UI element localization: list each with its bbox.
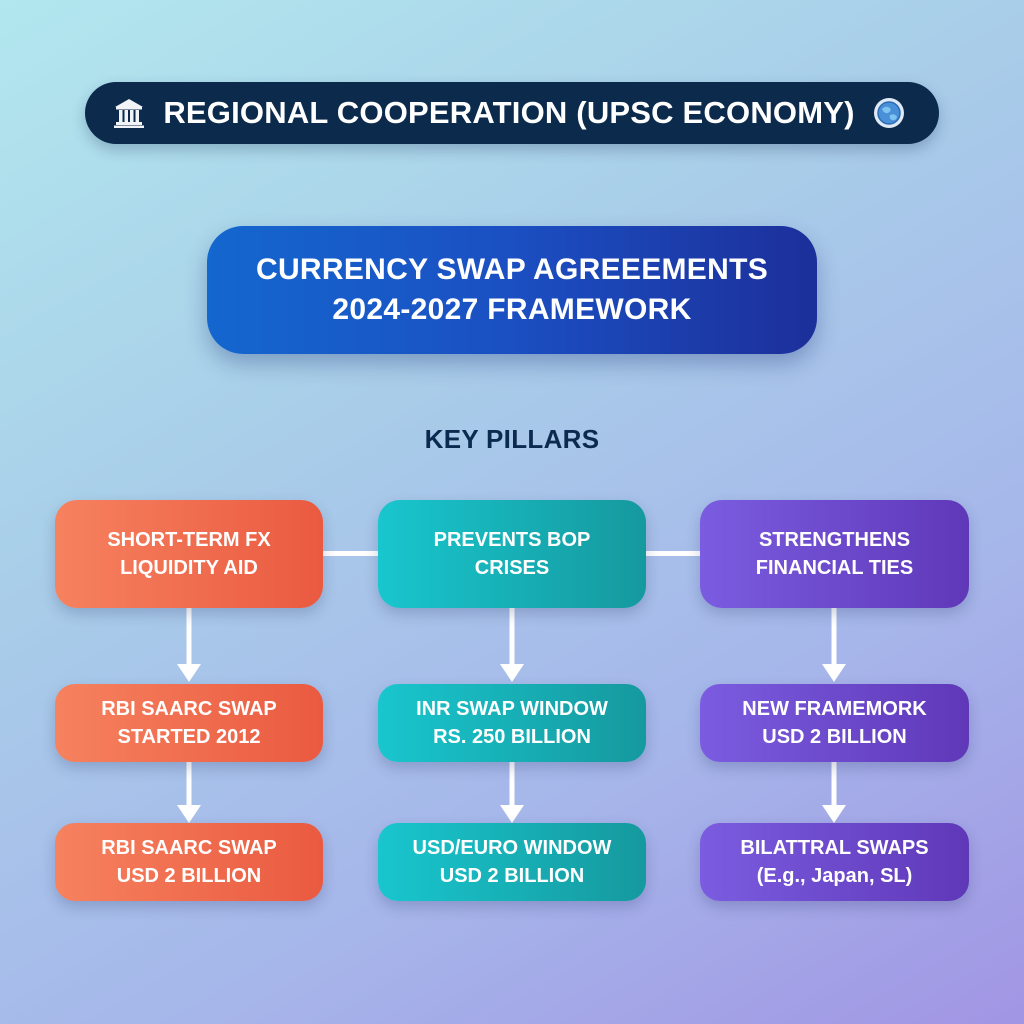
node-line-1: USD/EURO WINDOW [412, 837, 612, 859]
node-line-1: INR SWAP WINDOW [416, 698, 608, 720]
node-line-1: RBI SAARC SWAP [101, 698, 277, 720]
arrow-head-1a [177, 664, 201, 682]
node-saarc-amount: RBI SAARC SWAP USD 2 BILLION [55, 823, 323, 901]
node-new-framework: NEW FRAMEMORK USD 2 BILLION [700, 684, 969, 762]
pillar-financial-ties: STRENGTHENS FINANCIAL TIES [700, 500, 969, 608]
section-label: KEY PILLARS [424, 424, 600, 454]
main-title-line-1: CURRENCY SWAP AGREEEMENTS [255, 253, 769, 286]
arrow-head-3a [822, 664, 846, 682]
pillar-label-line-1: PREVENTS BOP [433, 529, 591, 551]
main-title-line-2: 2024-2027 FRAMEWORK [332, 293, 692, 326]
connector-line-1-2 [323, 551, 378, 556]
node-line-2: USD 2 BILLION [116, 865, 262, 887]
pillar-label-line-1: STRENGTHENS [758, 529, 911, 551]
node-line-2: STARTED 2012 [117, 726, 261, 748]
globe-icon [869, 93, 909, 133]
node-line-2: USD 2 BILLION [762, 726, 907, 748]
node-line-1: NEW FRAMEMORK [742, 698, 927, 720]
pillar-label-line-2: CRISES [474, 557, 550, 579]
node-line-1: RBI SAARC SWAP [101, 837, 277, 859]
node-usd-euro-window: USD/EURO WINDOW USD 2 BILLION [378, 823, 646, 901]
node-line-2: RS. 250 BILLION [433, 726, 591, 748]
header-bar: REGIONAL COOPERATION (UPSC ECONOMY) [85, 82, 939, 144]
pillar-label-line-1: SHORT-TERM FX [107, 529, 271, 551]
node-line-2: (E.g., Japan, SL) [756, 865, 913, 887]
bank-icon [109, 93, 149, 133]
connector-line-2-3 [646, 551, 700, 556]
arrow-head-2b [500, 805, 524, 823]
pillar-bop-crises: PREVENTS BOP CRISES [378, 500, 646, 608]
main-title-box: CURRENCY SWAP AGREEEMENTS 2024-2027 FRAM… [207, 226, 817, 354]
arrow-head-1b [177, 805, 201, 823]
node-saarc-started: RBI SAARC SWAP STARTED 2012 [55, 684, 323, 762]
node-line-1: BILATTRAL SWAPS [740, 837, 929, 859]
pillar-label-line-2: FINANCIAL TIES [755, 557, 914, 579]
node-line-2: USD 2 BILLION [439, 865, 585, 887]
node-bilateral-swaps: BILATTRAL SWAPS (E.g., Japan, SL) [700, 823, 969, 901]
header-title: REGIONAL COOPERATION (UPSC ECONOMY) [163, 95, 855, 130]
pillar-label-line-2: LIQUIDITY AID [120, 557, 258, 579]
node-inr-window: INR SWAP WINDOW RS. 250 BILLION [378, 684, 646, 762]
arrow-head-2a [500, 664, 524, 682]
arrow-head-3b [822, 805, 846, 823]
pillar-fx-liquidity: SHORT-TERM FX LIQUIDITY AID [55, 500, 323, 608]
